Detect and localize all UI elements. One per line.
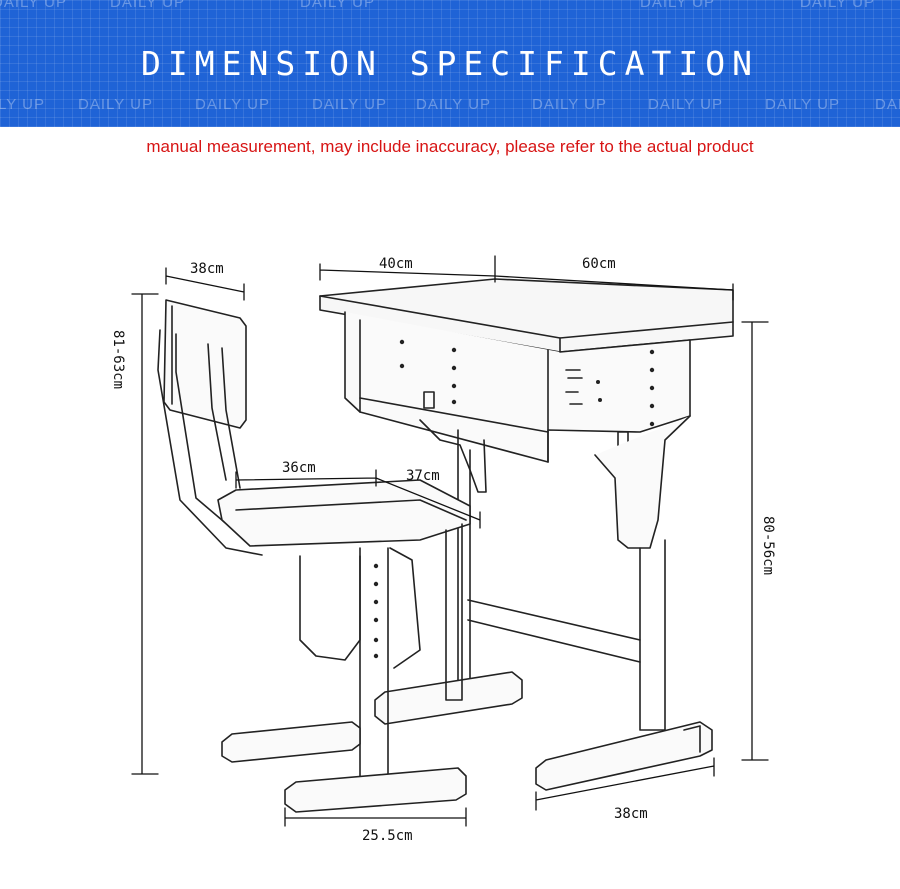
dim-chair-height: 81-63cm [110,330,126,389]
dim-chair-seat-width: 36cm [282,460,316,476]
desk-foot-right [535,721,713,791]
chair-seat [217,479,471,547]
dimension-lines [131,255,769,827]
watermark: DAILY UP [765,96,840,113]
dim-chair-back-width: 38cm [190,261,224,277]
chair-foot-back [221,721,361,763]
desk-crossbar [467,599,641,663]
watermark: DAILY UP [300,0,375,11]
watermark: DAILY UP [800,0,875,11]
watermark: DAILY UP [875,96,900,113]
dim-chair-seat-depth: 37cm [406,468,440,484]
watermark: DAILY UP [416,96,491,113]
desk-leg [594,415,691,549]
dim-desk-base-depth: 38cm [614,806,648,822]
watermark: DAILY UP [648,96,723,113]
dim-chair-base-width: 25.5cm [362,828,413,844]
watermark: DAILY UP [640,0,715,11]
measurement-note: manual measurement, may include inaccura… [146,137,754,156]
desk [319,278,734,791]
watermark: DAILY UP [0,96,45,113]
banner-pattern [0,0,900,127]
dim-desk-depth: 40cm [379,256,413,272]
chair-foot-front [284,767,467,813]
watermark: DAILY UP [312,96,387,113]
watermark: DAILY UP [110,0,185,11]
header-banner: DAILY UP DAILY UP DAILY UP DAILY UP DAIL… [0,0,900,127]
watermark: DAILY UP [195,96,270,113]
dim-desk-width: 60cm [582,256,616,272]
watermark: DAILY UP [78,96,153,113]
watermark: DAILY UP [532,96,607,113]
desk-foot-left [374,671,523,725]
page-title: DIMENSION SPECIFICATION [141,44,759,83]
chair [157,299,471,813]
dim-desk-height: 80-56cm [760,516,776,575]
watermark: DAILY UP [0,0,67,11]
